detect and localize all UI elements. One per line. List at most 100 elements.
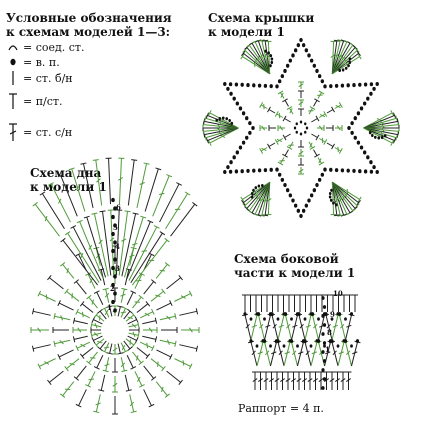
single-crochet-icon [5,70,21,86]
bottom-chain-dot [113,223,117,228]
bottom-stitch [129,394,137,414]
bottom-stitch [159,313,177,321]
legend-item-half-double: = п/ст. [5,93,63,109]
lid-chain-dot [238,106,243,111]
lid-fan-dot [228,118,231,123]
bottom-chain-dot [111,231,115,237]
lid-chain-dot [359,145,364,150]
bottom-stitch [73,279,87,295]
side-top-stitch [280,294,287,312]
side-v-stitch [301,340,312,367]
lid-chain-dot [269,84,273,89]
lid-inner-stitch [326,142,335,150]
side-top-stitch [335,294,342,312]
lid-inner-stitch [282,115,291,123]
lid-fan-dot [221,116,225,120]
lid-chain-dot [293,203,298,208]
bottom-stitch [79,301,94,313]
lid-inner-stitch [277,125,285,131]
lid-chain-dot [245,116,249,121]
side-v-stitch [247,340,258,367]
lid-inner-stitch [318,111,328,118]
lid-fan-dot [368,131,372,135]
bottom-stitch [91,316,103,325]
side-top-stitch [341,294,347,312]
lid-chain-dot [309,58,314,63]
side-v-stitch [261,340,271,367]
lid-inner-stitch [308,106,316,115]
legend-title-line1: Условные обозначения [6,11,172,25]
bottom-stitch [156,349,173,360]
lid-chain-dot [235,101,240,106]
lid-inner-stitch [326,125,334,131]
bottom-fan-stitch [131,237,170,286]
lid-chain-dot [369,91,373,96]
lid-chain-dot [240,82,244,87]
lid-inner-stitch [317,90,325,99]
bottom-chain-dot [113,206,117,211]
lid-chain-dot [369,160,373,165]
lid-chain-dot [228,82,233,87]
side-v-stitch [351,340,361,367]
bottom-stitch [142,317,158,325]
side-column-dot [321,368,325,372]
lid-chain-dot [358,169,362,174]
bottom-stitch [127,316,139,325]
lid-chain-dot [366,96,370,101]
lid-chain-dot [369,82,374,87]
lid-fan-dot [230,121,234,125]
side-column-dot [321,350,325,354]
bottom-chain-dot [113,291,117,296]
bottom-chain-dot [113,274,117,279]
bottom-stitch [112,396,118,415]
lid-fan-stitch [363,112,397,129]
bottom-stitch [174,358,193,370]
lid-chain-dot [359,106,364,111]
lid-fan-dot [269,64,272,68]
lid-inner-stitch [274,111,284,119]
lid-chain-dot [304,48,309,53]
side-v-stitch [288,340,298,367]
side-chain-dot [283,312,288,316]
lid-fan-dot [335,203,338,207]
lid-inner-stitch [259,147,268,154]
side-column-dot [322,341,327,345]
lid-inner-stitch [267,106,276,114]
lid-inner-stitch [259,125,267,131]
bottom-row-number: 2 [110,284,115,293]
lid-fan-dot [377,136,381,140]
lid-inner-stitch [282,98,289,107]
lid-inner-stitch [298,90,304,98]
lid-fan-stitch [331,39,340,74]
side-bottom-stitch [301,371,308,390]
side-bottom-stitch [279,371,286,390]
bottom-stitch [143,365,157,381]
bottom-stitch [102,287,110,303]
bottom-chain-dot [111,214,115,220]
bottom-stitch [97,308,107,320]
bottom-stitch [112,344,118,355]
side-chain-dot [262,339,267,343]
bottom-stitch [85,272,96,289]
bottom-fan-stitch [115,209,123,276]
bottom-stitch [120,287,128,303]
lid-fan-dot [383,134,387,138]
lid-chain-dot [320,172,325,177]
lid-chain-dot [248,121,252,126]
side-v-stitch [345,313,355,341]
bottom-stitch [166,370,183,386]
bottom-stitch [57,349,74,360]
side-bottom-stitch [274,371,280,390]
lid-chain-dot [277,79,282,84]
bottom-stitch [181,327,200,333]
side-bottom-stitch [268,371,275,390]
lid-chain-dot [362,150,367,155]
side-bottom-stitch [329,371,335,390]
bottom-stitch [128,321,140,328]
lid-chain-dot [309,193,314,198]
lid-chain-dot [315,68,319,73]
side-chain-dot [269,344,272,348]
lid-chain-dot [312,188,317,193]
side-v-stitch [268,313,279,341]
side-chain-dot [289,339,294,343]
